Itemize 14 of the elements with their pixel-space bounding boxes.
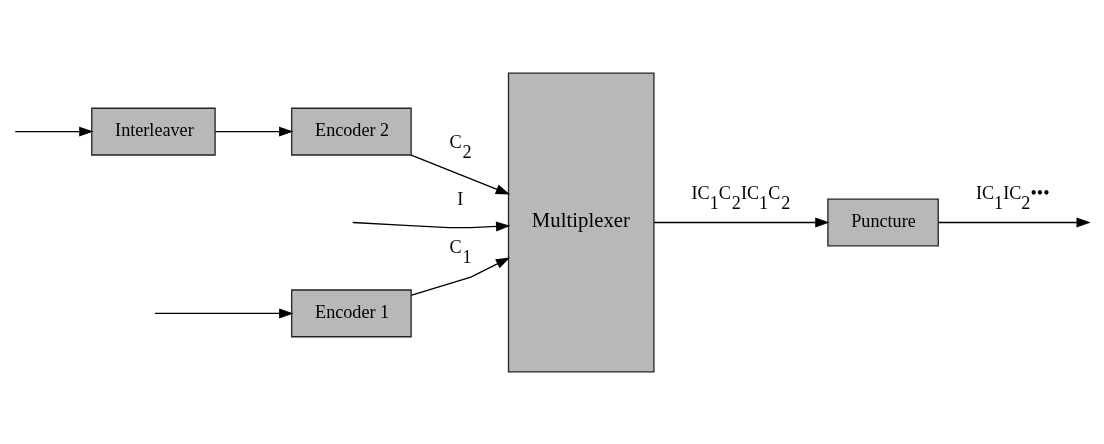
node-box: Encoder 2 <box>291 107 412 156</box>
arrow <box>653 217 830 227</box>
arrow <box>410 153 511 195</box>
arrow <box>14 126 94 137</box>
arrow <box>352 221 511 231</box>
arrow <box>214 126 294 137</box>
arrow <box>410 256 511 296</box>
arrow <box>938 217 1091 227</box>
edge-label: I <box>457 188 464 209</box>
arrow <box>154 307 294 318</box>
node-box: Interleaver <box>91 107 216 156</box>
node-box: Multiplexer <box>507 72 655 372</box>
node-box: Encoder 1 <box>291 288 412 337</box>
node-box: Puncture <box>827 198 939 246</box>
